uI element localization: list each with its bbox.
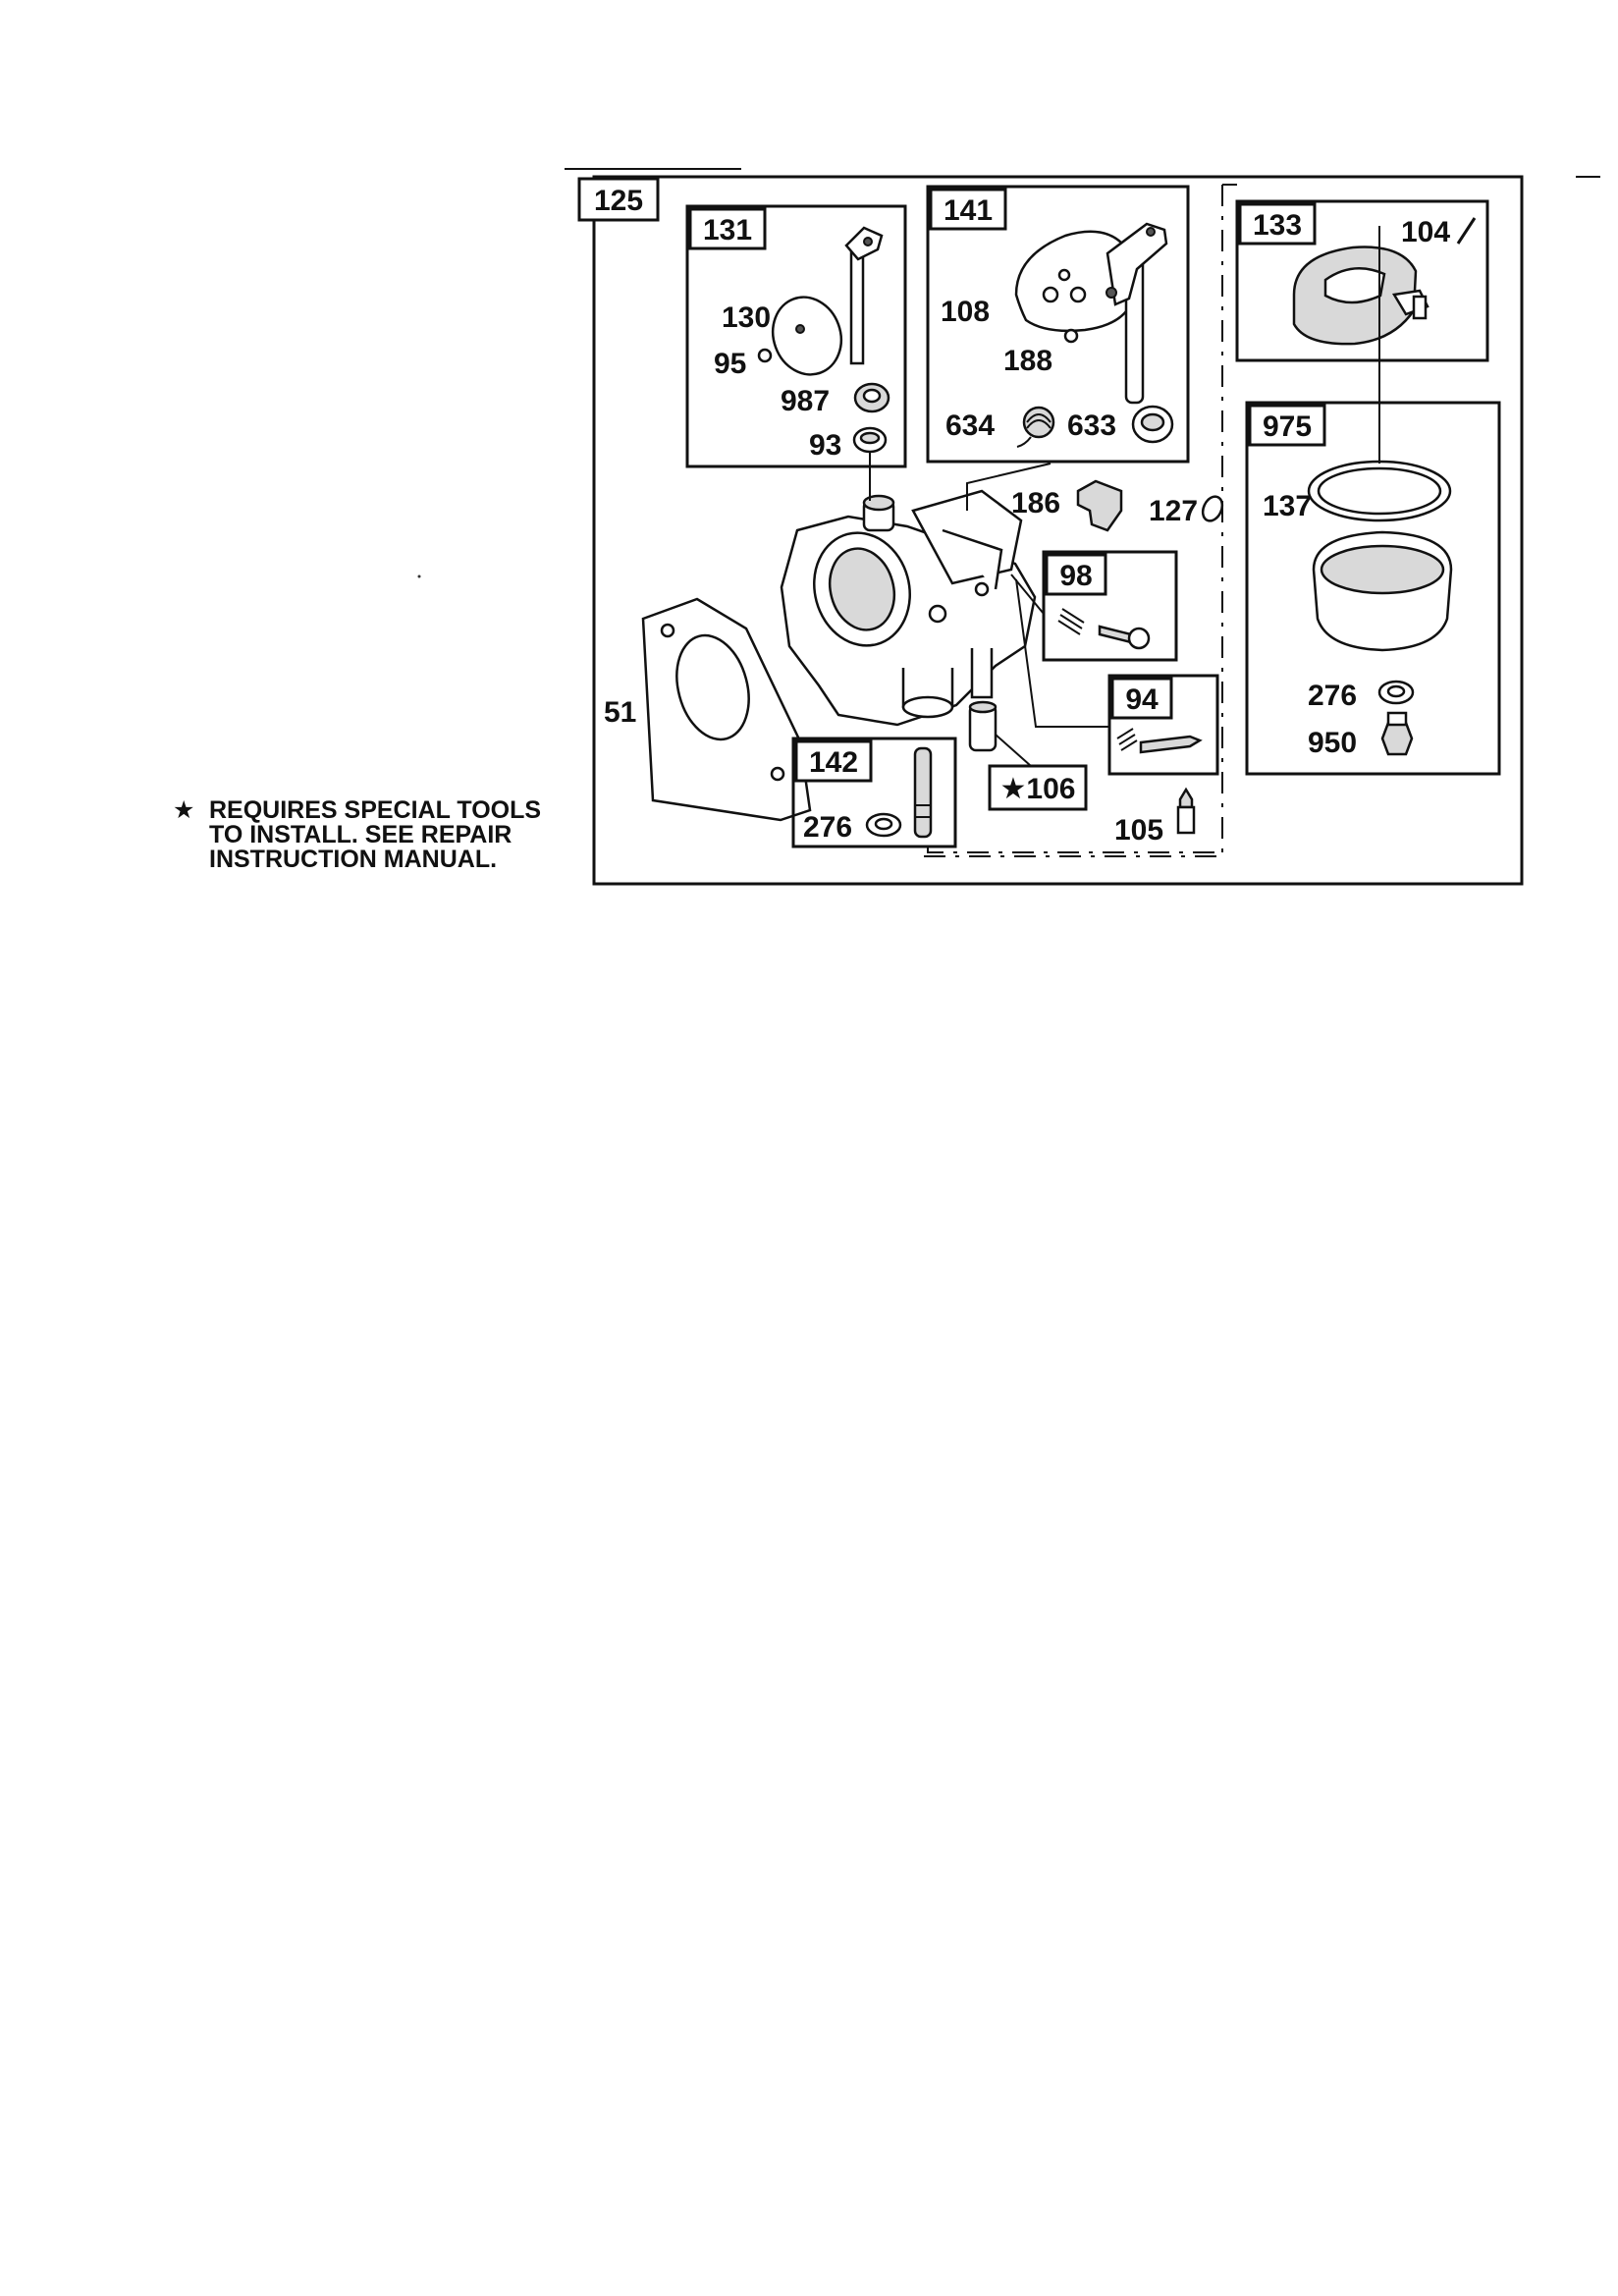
box-94 bbox=[1107, 674, 1219, 776]
label-93: 93 bbox=[809, 429, 841, 462]
choke-plate-part bbox=[771, 296, 843, 376]
label-137: 137 bbox=[1263, 490, 1312, 522]
needle-94-part bbox=[1139, 735, 1203, 754]
spring-98-part bbox=[1057, 608, 1085, 635]
emulsion-tube-part bbox=[913, 746, 933, 839]
box-label-142: 142 bbox=[794, 739, 873, 783]
label-987: 987 bbox=[781, 385, 830, 417]
box-number-142: 142 bbox=[809, 746, 858, 779]
dash-connector-bottom bbox=[927, 847, 1222, 853]
box-label-133: 133 bbox=[1238, 202, 1317, 246]
box-label-141: 141 bbox=[929, 188, 1007, 231]
label-186: 186 bbox=[1011, 487, 1060, 519]
throttle-lever-part bbox=[1106, 222, 1168, 306]
box-number-98: 98 bbox=[1059, 560, 1092, 592]
box-131 bbox=[685, 204, 907, 468]
pin-104-part bbox=[1456, 217, 1477, 245]
box-label-975: 975 bbox=[1248, 404, 1326, 447]
assembly-number: 125 bbox=[594, 185, 643, 217]
choke-shaft-part bbox=[849, 244, 865, 365]
jet-105-part bbox=[1178, 787, 1194, 809]
screw-188-part bbox=[1063, 328, 1079, 344]
box-142 bbox=[791, 737, 957, 848]
carburetor-body bbox=[780, 489, 1037, 727]
note-line-3: INSTRUCTION MANUAL. bbox=[209, 846, 497, 873]
box-number-131: 131 bbox=[703, 214, 752, 246]
box-number-141: 141 bbox=[944, 194, 993, 227]
note-line-1: REQUIRES SPECIAL TOOLS bbox=[209, 796, 541, 824]
label-130: 130 bbox=[722, 301, 771, 334]
screw-95-part bbox=[757, 348, 773, 363]
box-number-94: 94 bbox=[1125, 683, 1159, 716]
label-104: 104 bbox=[1401, 216, 1450, 248]
box-133 bbox=[1235, 199, 1489, 362]
box-106 bbox=[988, 764, 1088, 811]
spring-94-part bbox=[1116, 728, 1138, 751]
box-98 bbox=[1042, 550, 1178, 662]
label-950: 950 bbox=[1308, 727, 1357, 759]
label-51: 51 bbox=[604, 696, 636, 729]
assembly-frame bbox=[592, 175, 1524, 886]
stray-dot bbox=[417, 574, 421, 578]
box-number-133: 133 bbox=[1253, 209, 1302, 242]
label-276-bowl: 276 bbox=[1308, 680, 1357, 712]
dash-divider bbox=[923, 185, 1223, 857]
box-141 bbox=[926, 185, 1190, 464]
screw-98-part bbox=[1098, 625, 1133, 644]
choke-plate-hole bbox=[795, 324, 805, 334]
box-label-98: 98 bbox=[1045, 553, 1107, 596]
choke-lever-hole bbox=[863, 237, 873, 246]
label-633: 633 bbox=[1067, 410, 1116, 442]
label-188: 188 bbox=[1003, 345, 1052, 377]
assembly-label-125: 125 bbox=[577, 177, 660, 222]
spring-634-part bbox=[1022, 406, 1055, 439]
box-number-106: ★106 bbox=[1000, 773, 1076, 805]
label-276-tube: 276 bbox=[803, 811, 852, 844]
special-tools-note: ★ REQUIRES SPECIAL TOOLS TO INSTALL. SEE… bbox=[173, 796, 541, 873]
box-975 bbox=[1245, 401, 1501, 776]
box-label-131: 131 bbox=[688, 207, 767, 250]
label-95: 95 bbox=[714, 348, 746, 380]
fitting-186-part bbox=[1076, 479, 1123, 532]
label-105: 105 bbox=[1114, 814, 1163, 847]
note-line-2: TO INSTALL. SEE REPAIR bbox=[209, 821, 512, 848]
label-127: 127 bbox=[1149, 495, 1198, 527]
clip-127-part bbox=[1201, 495, 1224, 522]
label-634: 634 bbox=[945, 410, 995, 442]
note-star-icon: ★ bbox=[173, 796, 194, 824]
label-108: 108 bbox=[941, 296, 990, 328]
box-label-94: 94 bbox=[1110, 677, 1173, 720]
bolt-950-part bbox=[1380, 721, 1414, 756]
box-number-975: 975 bbox=[1263, 410, 1312, 443]
